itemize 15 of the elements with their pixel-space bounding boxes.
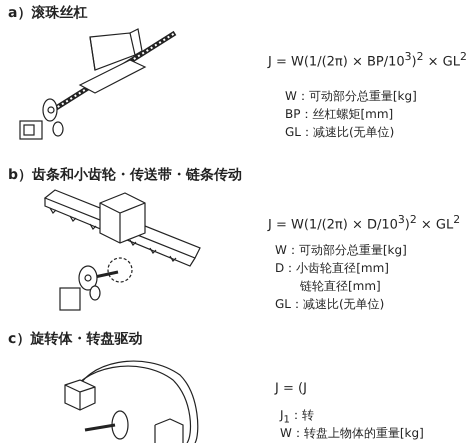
symbol-definition: GL：减速比(无单位) (285, 124, 394, 141)
section-heading: a）滚珠丝杠 (8, 4, 88, 22)
section-heading: b）齿条和小齿轮・传送带・链条传动 (8, 166, 242, 184)
symbol-definition: 链轮直径[mm] (300, 278, 381, 295)
formula: J = W(1/(2π) × BP/10$^{3}$)$^{2}$ × GL$^{2}$ (268, 50, 467, 70)
section-heading: c）旋转体・转盘驱动 (8, 330, 142, 348)
symbol-definition: W：可动部分总重量[kg] (285, 88, 417, 105)
symbol-definition: J$_{1}$：转 (280, 407, 314, 426)
symbol-definition: D：小齿轮直径[mm] (275, 260, 389, 277)
symbol-definition: W：转盘上物体的重量[kg] (280, 425, 424, 442)
symbol-definition: W：可动部分总重量[kg] (275, 242, 407, 259)
symbol-definition: GL：减速比(无单位) (275, 296, 384, 313)
formula: J = (J (275, 381, 307, 396)
symbol-definition: BP：丝杠螺矩[mm] (285, 106, 394, 123)
formula: J = W(1/(2π) × D/10$^{3}$)$^{2}$ × GL$^{2}$ (268, 213, 460, 232)
